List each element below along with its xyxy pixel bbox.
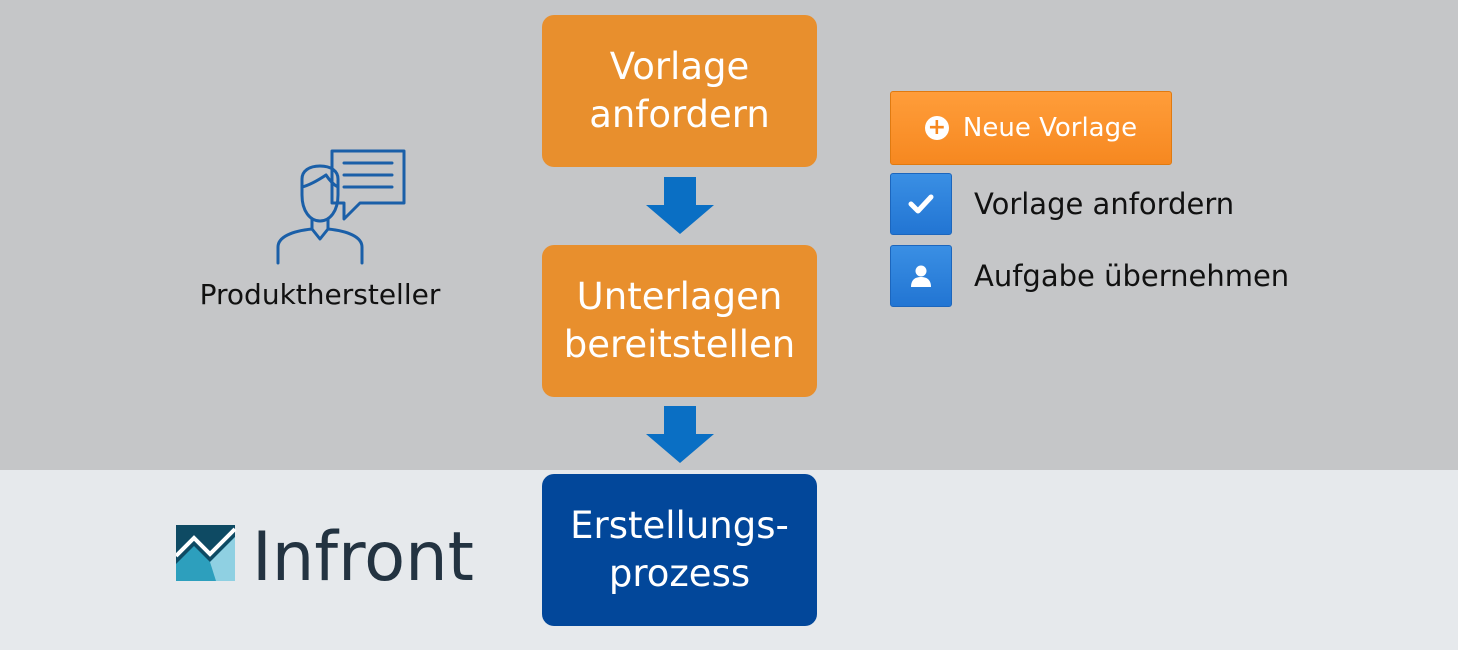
user-icon: [911, 265, 931, 287]
step-text-line: Vorlage: [609, 45, 750, 88]
step-text-line: anfordern: [589, 93, 770, 136]
new-template-button-label: Neue Vorlage: [962, 113, 1138, 143]
logo-wordmark: Infront: [252, 522, 474, 584]
legend-label: Vorlage anfordern: [974, 187, 1235, 221]
step-text-line: Erstellungs-: [570, 504, 789, 547]
checkmark-icon: [908, 194, 934, 214]
person-speech-bubble-icon: [276, 149, 406, 265]
request-template-button[interactable]: [890, 173, 952, 235]
down-arrow-icon: [646, 177, 714, 234]
actor-label: Produkthersteller: [199, 278, 441, 311]
new-template-button[interactable]: + Neue Vorlage: [890, 91, 1172, 165]
step-text-line: Unterlagen: [576, 275, 783, 318]
legend-label: Aufgabe übernehmen: [974, 259, 1290, 293]
step-provide-documents: Unterlagen bereitstellen: [542, 245, 817, 397]
down-arrow-icon: [646, 406, 714, 463]
infront-logo: Infront: [176, 522, 474, 584]
step-creation-process: Erstellungs- prozess: [542, 474, 817, 626]
take-over-task-button[interactable]: [890, 245, 952, 307]
legend-item-request-template: Vorlage anfordern: [890, 173, 1234, 235]
step-request-template: Vorlage anfordern: [542, 15, 817, 167]
plus-circle-icon: +: [924, 116, 949, 140]
step-text-line: prozess: [608, 552, 751, 595]
legend-item-take-over-task: Aufgabe übernehmen: [890, 245, 1289, 307]
step-text-line: bereitstellen: [563, 323, 796, 366]
